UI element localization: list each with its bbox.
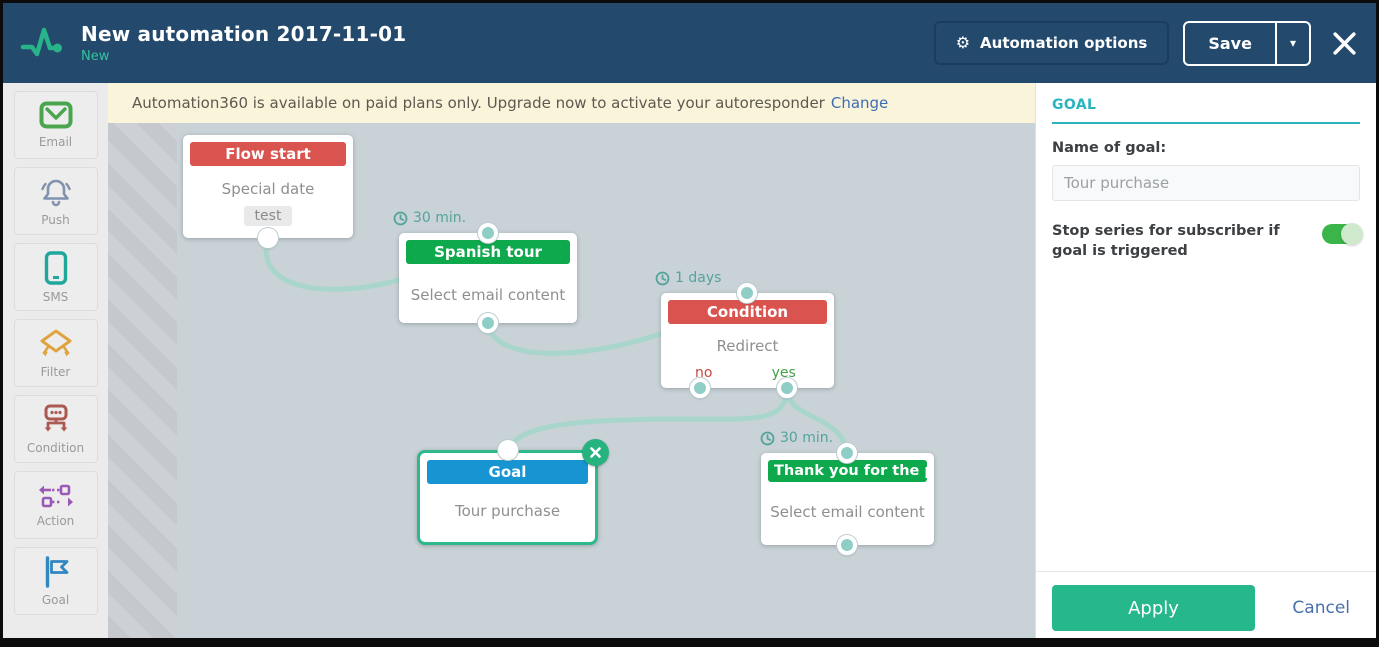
delay-label: 30 min. — [760, 430, 833, 446]
change-link[interactable]: Change — [830, 94, 889, 112]
toggle-knob — [1341, 223, 1363, 245]
node-thank-you[interactable]: Thank you for the pu... Select email con… — [761, 453, 934, 545]
node-body-text: Select email content — [770, 503, 925, 521]
sidebar-item-push[interactable]: Push — [13, 167, 98, 235]
node-header: Thank you for the pu... — [768, 460, 927, 482]
port-thankyou-in[interactable] — [837, 443, 857, 463]
status-badge: New — [81, 49, 110, 64]
node-body-text: Special date — [221, 180, 315, 198]
sidebar-item-filter[interactable]: Filter — [13, 319, 98, 387]
sidebar-item-email[interactable]: Email — [13, 91, 98, 159]
phone-icon — [44, 250, 67, 285]
title-block: New automation 2017-11-01 New — [81, 22, 406, 64]
trigger-tag: test — [243, 206, 293, 226]
save-dropdown-button[interactable]: ▾ — [1274, 22, 1309, 64]
port-spanishtour-out[interactable] — [478, 313, 498, 333]
goal-settings-panel: GOAL Name of goal: Stop series for subsc… — [1035, 83, 1376, 638]
page-title: New automation 2017-11-01 — [81, 22, 407, 46]
node-header: Spanish tour — [406, 240, 570, 264]
node-body-text: Tour purchase — [454, 502, 561, 520]
port-condition-in[interactable] — [737, 283, 757, 303]
port-thankyou-out[interactable] — [837, 535, 857, 555]
connection-yes-goal — [505, 389, 790, 455]
delay-label: 1 days — [655, 270, 721, 286]
apply-button[interactable]: Apply — [1052, 585, 1255, 631]
delay-label: 30 min. — [393, 210, 466, 226]
node-flow-start[interactable]: Flow start Special date test — [183, 135, 353, 238]
node-condition[interactable]: Condition Redirect no yes — [661, 293, 834, 388]
envelope-icon — [39, 101, 72, 129]
automation-options-label: Automation options — [980, 34, 1148, 52]
banner-message: Automation360 is available on paid plans… — [132, 94, 825, 112]
panel-footer: Apply Cancel — [1036, 571, 1376, 638]
flag-icon — [45, 555, 68, 588]
node-header: Condition — [668, 300, 827, 324]
close-icon — [1333, 31, 1356, 55]
node-goal-selected[interactable]: Goal Tour purchase — [417, 439, 609, 545]
sidebar-item-condition[interactable]: Condition — [13, 395, 98, 463]
sidebar-item-action[interactable]: Action — [13, 471, 98, 539]
save-split-button: Save ▾ — [1183, 20, 1311, 66]
port-condition-no-out[interactable] — [690, 378, 710, 398]
node-body-text: Redirect — [716, 337, 779, 355]
sidebar-item-label: Goal — [41, 592, 70, 607]
element-palette: Email Push SMS — [3, 83, 108, 638]
stop-series-label: Stop series for subscriber if goal is tr… — [1052, 223, 1280, 259]
pulse-icon — [17, 18, 67, 68]
save-button[interactable]: Save — [1208, 33, 1252, 53]
clock-icon — [655, 271, 670, 285]
sidebar-item-label: Email — [38, 135, 73, 149]
gear-icon: ⚙ — [955, 33, 971, 52]
upgrade-banner: Automation360 is available on paid plans… — [108, 83, 1035, 123]
sidebar-item-label: Condition — [26, 440, 85, 455]
condition-branches: no yes — [668, 365, 827, 387]
action-icon — [38, 484, 73, 507]
sidebar-item-goal[interactable]: Goal — [13, 547, 98, 615]
port-flowstart-out[interactable] — [258, 228, 278, 248]
flow-canvas[interactable]: 30 min. 1 days 30 min. Flow start Specia… — [108, 123, 1035, 638]
sidebar-item-label: SMS — [42, 289, 69, 304]
branch-yes-label: yes — [771, 365, 796, 381]
sidebar-item-sms[interactable]: SMS — [13, 243, 98, 311]
branch-no-label: no — [695, 365, 713, 381]
node-spanish-tour[interactable]: Spanish tour Select email content — [399, 233, 577, 323]
automation-options-button[interactable]: ⚙ Automation options — [933, 21, 1170, 65]
goal-name-label: Name of goal: — [1052, 140, 1167, 156]
panel-heading: GOAL — [1052, 97, 1360, 124]
close-button[interactable] — [1331, 30, 1358, 57]
node-header: Flow start — [190, 142, 346, 166]
canvas-edge-stripes — [108, 123, 177, 638]
close-icon — [590, 447, 601, 458]
port-condition-yes-out[interactable] — [777, 378, 797, 398]
filter-icon — [40, 329, 71, 356]
stop-series-toggle[interactable] — [1322, 223, 1363, 245]
sidebar-item-label: Push — [41, 212, 70, 227]
delete-node-button[interactable] — [582, 439, 609, 466]
port-goal-in[interactable] — [498, 440, 518, 460]
condition-icon — [44, 404, 67, 431]
header-bar: New automation 2017-11-01 New ⚙ Automati… — [3, 3, 1376, 83]
sidebar-item-label: Action — [36, 513, 75, 528]
clock-icon — [393, 211, 408, 225]
sidebar-item-label: Filter — [40, 364, 71, 379]
clock-icon — [760, 431, 775, 445]
port-spanishtour-in[interactable] — [478, 223, 498, 243]
node-body-text: Select email content — [410, 286, 566, 304]
goal-name-input[interactable] — [1052, 165, 1360, 201]
cancel-button[interactable]: Cancel — [1292, 598, 1350, 618]
caret-down-icon: ▾ — [1289, 36, 1296, 50]
bell-icon — [40, 179, 71, 206]
node-header: Goal — [427, 460, 588, 484]
